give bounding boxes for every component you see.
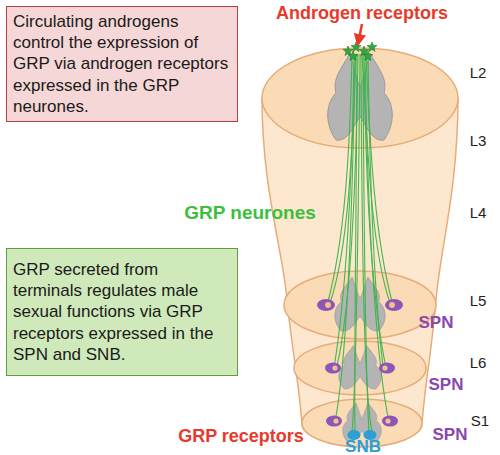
pointer-arrow — [358, 24, 362, 44]
spn-cell — [379, 363, 395, 374]
grp-fiber — [352, 54, 360, 432]
spn-cells — [317, 299, 403, 427]
grp-neuron — [343, 46, 353, 56]
segment-label: S1 — [471, 413, 489, 428]
spn-cell — [332, 365, 337, 370]
segment-label: L2 — [470, 65, 487, 80]
gray-matter — [339, 346, 382, 390]
structure-label: GRP receptors — [178, 427, 304, 445]
grp-fiber — [365, 54, 389, 422]
grp-fiber — [364, 54, 386, 368]
grp-fiber — [363, 54, 369, 433]
structure-label: Androgen receptors — [276, 4, 448, 22]
structure-label: SPN — [433, 426, 468, 443]
spn-cell — [325, 302, 331, 308]
spn-cell — [333, 418, 338, 423]
grp-neuron — [367, 42, 377, 52]
spn-cell — [325, 363, 341, 374]
spn-cell — [317, 299, 335, 311]
segment-label: L4 — [470, 205, 487, 220]
box-text: Circulating androgens control the expres… — [13, 11, 231, 116]
spn-cell — [385, 299, 403, 311]
grp-neuron — [363, 51, 373, 61]
cross-section — [284, 271, 436, 339]
segment-label: L5 — [470, 293, 487, 308]
note-box: Circulating androgens control the expres… — [6, 6, 238, 122]
grp-fibers — [327, 54, 393, 433]
note-box: GRP secreted from terminals regulates ma… — [6, 248, 238, 376]
grp-neuron-cluster — [343, 42, 377, 61]
cross-section — [294, 341, 426, 395]
spn-cell — [385, 418, 390, 423]
spn-cell — [326, 416, 342, 427]
gray-matter — [343, 403, 382, 442]
spn-cell — [389, 302, 395, 308]
grp-neuron — [348, 51, 358, 61]
structure-label: GRP neurones — [184, 203, 316, 222]
structure-label: SPN — [429, 376, 464, 393]
spn-cell — [382, 365, 387, 370]
structure-label: SPN — [419, 314, 454, 331]
segment-label: L6 — [470, 355, 487, 370]
grp-fiber — [361, 54, 372, 432]
box-text: GRP secreted from terminals regulates ma… — [13, 259, 231, 364]
spn-cell — [382, 416, 398, 427]
segment-label: L3 — [470, 133, 487, 148]
structure-label: SNB — [345, 438, 381, 455]
